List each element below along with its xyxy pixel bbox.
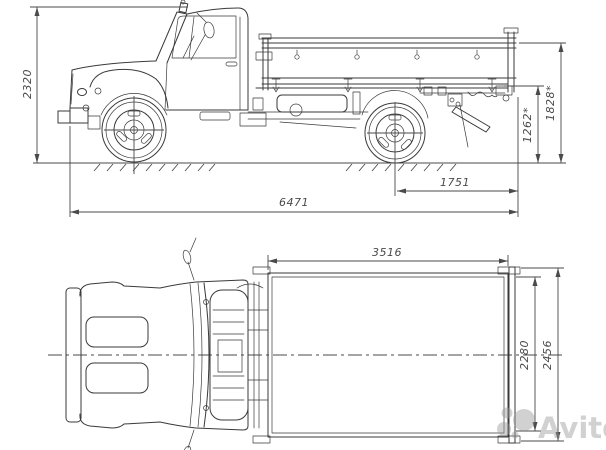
mirror-bottom xyxy=(182,445,192,450)
fuel-tank xyxy=(276,94,348,113)
dim-label-board-top-height: 1828* xyxy=(544,85,557,121)
dim-label-bed-overall-width: 2456 xyxy=(541,340,554,370)
tailgate-latch xyxy=(447,93,463,107)
avito-watermark-text: Avito xyxy=(538,411,606,445)
dump-bed-top xyxy=(252,266,521,444)
cowl-lines xyxy=(189,282,203,428)
dim-overall-height: 2320 xyxy=(21,6,188,163)
truck-cab-side xyxy=(57,0,249,130)
hood-panel-left xyxy=(85,316,149,348)
ground-hatching-rear xyxy=(345,163,457,172)
underride-guard xyxy=(451,106,491,133)
dim-label-overall-length: 6471 xyxy=(279,196,309,209)
tailgate-top xyxy=(508,266,516,444)
dim-board-top-height: 1828* xyxy=(519,42,566,163)
dim-bed-length: 3516 xyxy=(267,246,509,270)
dump-bed-side xyxy=(255,27,519,148)
chassis-side xyxy=(239,51,429,129)
dim-frame-height: 1262* xyxy=(504,85,544,163)
rear-wheel xyxy=(364,102,426,196)
side-view: 2320 6471 1751 1262* 1828* xyxy=(21,0,566,217)
dim-label-bed-length: 3516 xyxy=(372,246,402,259)
ground-hatching-front xyxy=(93,163,216,172)
tow-hitch xyxy=(495,85,513,96)
roof-panel xyxy=(209,289,249,421)
front-wheel xyxy=(101,96,167,174)
dim-overall-length: 6471 xyxy=(69,97,519,217)
roof-hatch xyxy=(217,339,243,373)
dim-label-overall-height: 2320 xyxy=(21,69,34,99)
wiper xyxy=(182,35,195,59)
dim-bed-overall-width: 2456 xyxy=(521,267,564,442)
avito-logo-icon xyxy=(497,407,535,439)
dim-label-frame-height: 1262* xyxy=(521,107,534,143)
dim-label-bed-inner-width: 2280 xyxy=(518,340,531,370)
dim-rear-axle-to-rear: 1751 xyxy=(397,176,518,194)
mirror-top xyxy=(182,249,192,265)
safety-chain xyxy=(467,91,498,98)
headlight xyxy=(77,88,87,96)
door-handle xyxy=(225,61,238,67)
dim-bed-inner-width: 2280 xyxy=(516,276,541,432)
avito-watermark: Avito xyxy=(497,407,606,445)
cab-step xyxy=(199,111,231,121)
side-mirror xyxy=(203,21,215,39)
hood-panel-right xyxy=(85,362,149,394)
truck-cab-top xyxy=(65,237,269,450)
dim-label-rear-axle-to-rear: 1751 xyxy=(440,176,470,189)
top-view: 3516 2280 2456 xyxy=(48,237,566,450)
